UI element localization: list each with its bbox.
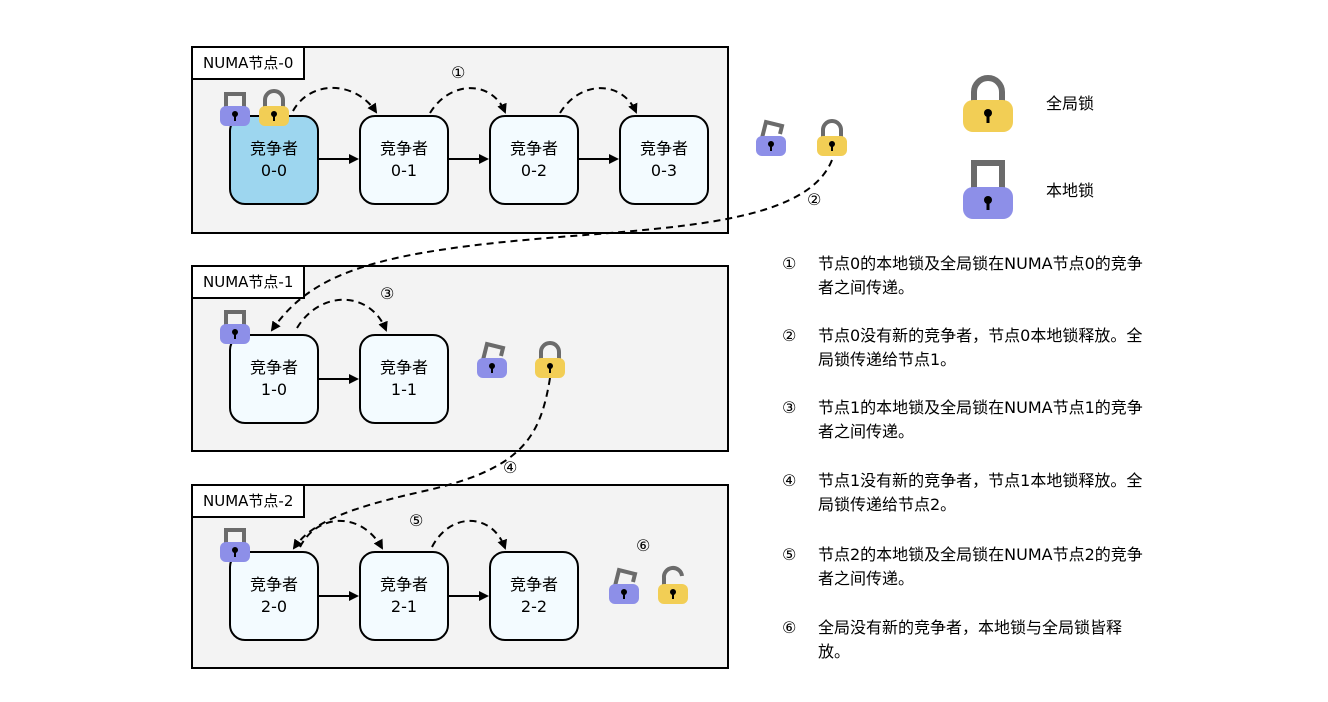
step-marker-3: ③ <box>380 284 395 303</box>
competitor-1-0: 竞争者 1-0 <box>229 334 319 424</box>
released-local-lock-icon <box>756 119 786 156</box>
local-lock-icon <box>220 92 250 126</box>
note-text: 节点2的本地锁及全局锁在NUMA节点2的竞争者之间传递。 <box>818 545 1143 588</box>
released-local-lock-icon <box>609 567 639 604</box>
competitor-label: 竞争者 <box>379 358 428 377</box>
dashed-handoff-arrow <box>299 519 383 550</box>
local-lock-icon <box>220 528 250 562</box>
competitor-label: 竞争者 <box>379 575 428 594</box>
competitor-label: 竞争者 <box>509 139 558 158</box>
competitor-id: 0-1 <box>390 161 418 180</box>
competitor-0-0: 竞争者 0-0 <box>229 115 319 205</box>
dashed-handoff-arrow <box>431 520 507 550</box>
note-text: 全局没有新的竞争者，本地锁与全局锁皆释放。 <box>818 618 1123 661</box>
numa-node-0-label: NUMA节点-0 <box>193 48 306 80</box>
legend-local-lock-icon <box>963 160 1013 219</box>
legend-local-lock-label: 本地锁 <box>1046 181 1095 200</box>
legend-global-lock-icon <box>963 75 1013 132</box>
dashed-handoff-arrow <box>296 298 388 332</box>
step-marker-2: ② <box>807 190 822 209</box>
dashed-transfer-arrow <box>270 159 833 332</box>
legend-global-lock-label: 全局锁 <box>1046 94 1095 113</box>
step-marker-6: ⑥ <box>636 536 651 555</box>
local-lock-icon <box>220 310 250 344</box>
note-text: 节点0的本地锁及全局锁在NUMA节点0的竞争者之间传递。 <box>818 254 1143 297</box>
dashed-handoff-arrow <box>559 87 638 114</box>
note-number: ② <box>782 326 797 345</box>
global-lock-icon <box>535 341 565 378</box>
competitor-0-1: 竞争者 0-1 <box>359 115 449 205</box>
note-number: ④ <box>782 471 797 490</box>
released-local-lock-icon <box>477 341 507 378</box>
competitor-label: 竞争者 <box>379 139 428 158</box>
dashed-handoff-arrow <box>292 87 378 114</box>
competitor-label: 竞争者 <box>249 575 298 594</box>
global-lock-icon <box>259 89 289 126</box>
competitor-id: 1-1 <box>390 380 418 399</box>
step-marker-1: ① <box>451 63 466 82</box>
competitor-label: 竞争者 <box>509 575 558 594</box>
competitor-id: 2-1 <box>390 597 418 616</box>
competitor-id: 2-2 <box>520 597 548 616</box>
competitor-id: 1-0 <box>260 380 288 399</box>
competitor-label: 竞争者 <box>249 139 298 158</box>
competitor-id: 0-0 <box>260 161 288 180</box>
numa-node-2-label: NUMA节点-2 <box>193 486 306 518</box>
competitor-1-1: 竞争者 1-1 <box>359 334 449 424</box>
released-global-lock-icon <box>658 566 688 604</box>
competitor-0-2: 竞争者 0-2 <box>489 115 579 205</box>
competitor-label: 竞争者 <box>639 139 688 158</box>
step-marker-5: ⑤ <box>409 511 424 530</box>
note-number: ⑤ <box>782 545 797 564</box>
note-number: ③ <box>782 398 797 417</box>
competitor-2-0: 竞争者 2-0 <box>229 551 319 641</box>
note-text: 节点1的本地锁及全局锁在NUMA节点1的竞争者之间传递。 <box>818 398 1143 441</box>
step-marker-4: ④ <box>503 458 518 477</box>
competitor-0-3: 竞争者 0-3 <box>619 115 709 205</box>
competitor-id: 0-2 <box>520 161 548 180</box>
competitor-label: 竞争者 <box>249 358 298 377</box>
note-text: 节点1没有新的竞争者，节点1本地锁释放。全局锁传递给节点2。 <box>818 471 1143 514</box>
global-lock-icon <box>817 119 847 156</box>
numa-node-1-label: NUMA节点-1 <box>193 267 306 299</box>
competitor-id: 2-0 <box>260 597 288 616</box>
note-number: ⑥ <box>782 618 797 637</box>
competitor-2-1: 竞争者 2-1 <box>359 551 449 641</box>
competitor-2-2: 竞争者 2-2 <box>489 551 579 641</box>
note-text: 节点0没有新的竞争者，节点0本地锁释放。全局锁传递给节点1。 <box>818 326 1143 369</box>
dashed-handoff-arrow <box>429 87 507 114</box>
competitor-id: 0-3 <box>650 161 678 180</box>
note-number: ① <box>782 254 797 273</box>
